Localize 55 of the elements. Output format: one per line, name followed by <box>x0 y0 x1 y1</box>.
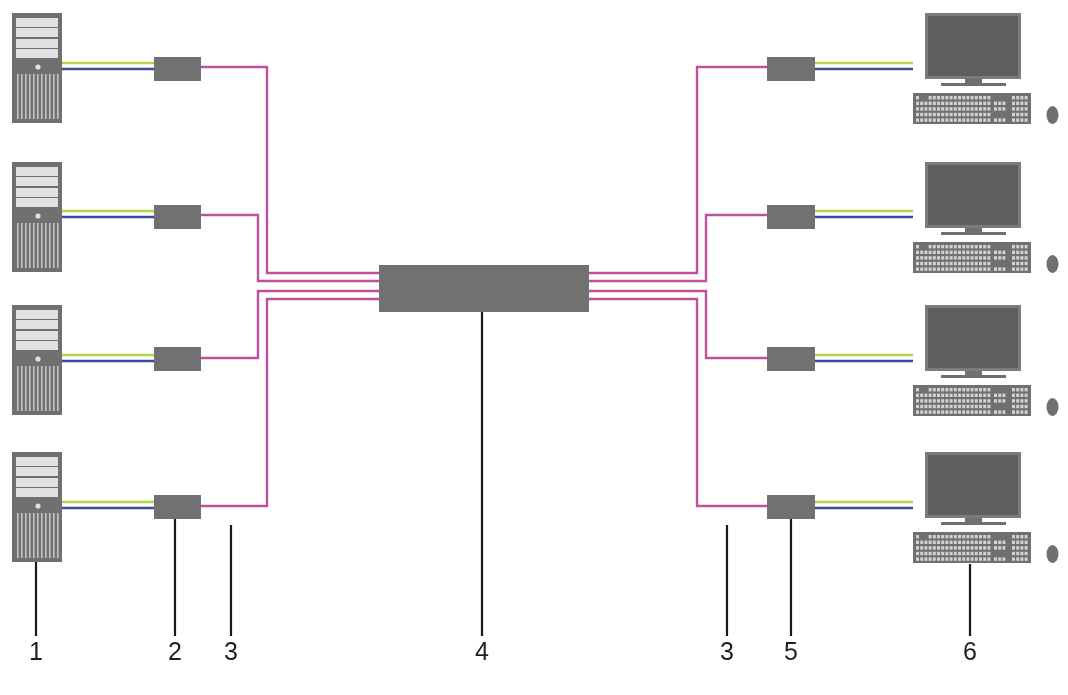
server-drawing <box>12 305 62 415</box>
workstation-drawing <box>913 13 1059 125</box>
leader-line <box>968 564 972 636</box>
device-box <box>767 57 815 81</box>
device-box <box>767 495 815 519</box>
device-box <box>767 347 815 371</box>
cable <box>815 506 913 510</box>
leader-line <box>725 525 729 636</box>
device-box <box>154 57 201 81</box>
cable <box>62 209 154 213</box>
cable <box>589 213 767 283</box>
device-box <box>154 495 201 519</box>
callout-number: 2 <box>161 636 189 666</box>
cable <box>815 500 913 504</box>
cable <box>62 353 154 357</box>
cable <box>815 209 913 213</box>
device-box <box>767 205 815 229</box>
workstation-drawing <box>913 162 1059 274</box>
cable <box>815 353 913 357</box>
callout-number: 4 <box>468 636 496 666</box>
workstation-drawing <box>913 452 1059 564</box>
callout-number: 6 <box>956 636 984 666</box>
cable <box>815 215 913 219</box>
callout-number: 5 <box>777 636 805 666</box>
callout-number: 3 <box>217 636 245 666</box>
workstation-drawing <box>913 305 1059 417</box>
server-drawing <box>12 452 62 562</box>
callout-number: 1 <box>22 636 50 666</box>
cable <box>62 61 154 65</box>
cable <box>201 65 379 275</box>
device-box <box>154 205 201 229</box>
cable <box>815 61 913 65</box>
callout-number: 3 <box>713 636 741 666</box>
cable <box>62 359 154 363</box>
leader-line <box>480 312 484 636</box>
cable <box>62 67 154 71</box>
cable <box>589 289 767 360</box>
cable <box>62 215 154 219</box>
device-box <box>154 347 201 371</box>
cable <box>815 67 913 71</box>
cable <box>589 65 767 275</box>
cable <box>201 297 379 508</box>
cable <box>62 506 154 510</box>
leader-line <box>789 519 793 636</box>
cable <box>815 359 913 363</box>
leader-line <box>229 525 233 636</box>
leader-line <box>173 519 177 636</box>
leader-line <box>34 562 38 636</box>
cable <box>201 213 379 283</box>
switch-box <box>379 265 589 312</box>
cable <box>589 297 767 508</box>
server-drawing <box>12 162 62 272</box>
server-drawing <box>12 13 62 123</box>
cable <box>201 289 379 360</box>
cable <box>62 500 154 504</box>
